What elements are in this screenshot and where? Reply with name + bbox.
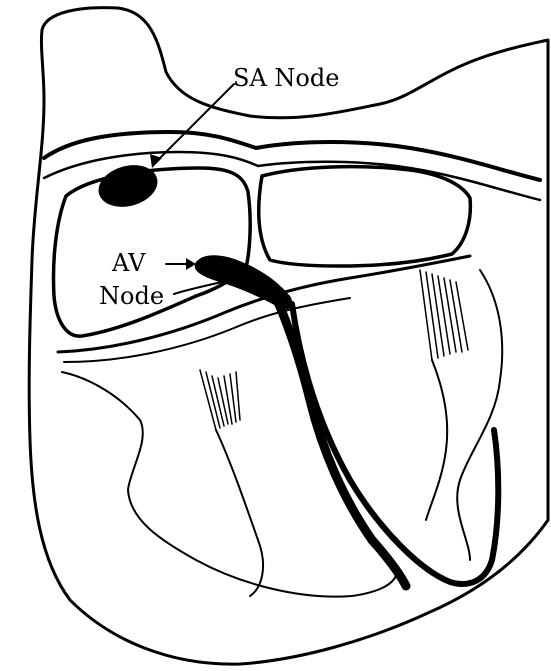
chordae-right xyxy=(420,270,468,360)
av-leader-arrowhead xyxy=(186,258,196,270)
av-label: AV xyxy=(112,251,145,275)
papillary-muscle-right xyxy=(216,430,263,596)
sa-leader-line xyxy=(156,84,234,162)
av-node-label: Node xyxy=(99,284,164,308)
chordae-left xyxy=(200,370,240,430)
sa-leader-arrowhead xyxy=(150,154,162,168)
papillary-muscle-left xyxy=(426,360,447,520)
left-atrium xyxy=(259,167,471,266)
sa-node-label: SA Node xyxy=(233,66,339,90)
